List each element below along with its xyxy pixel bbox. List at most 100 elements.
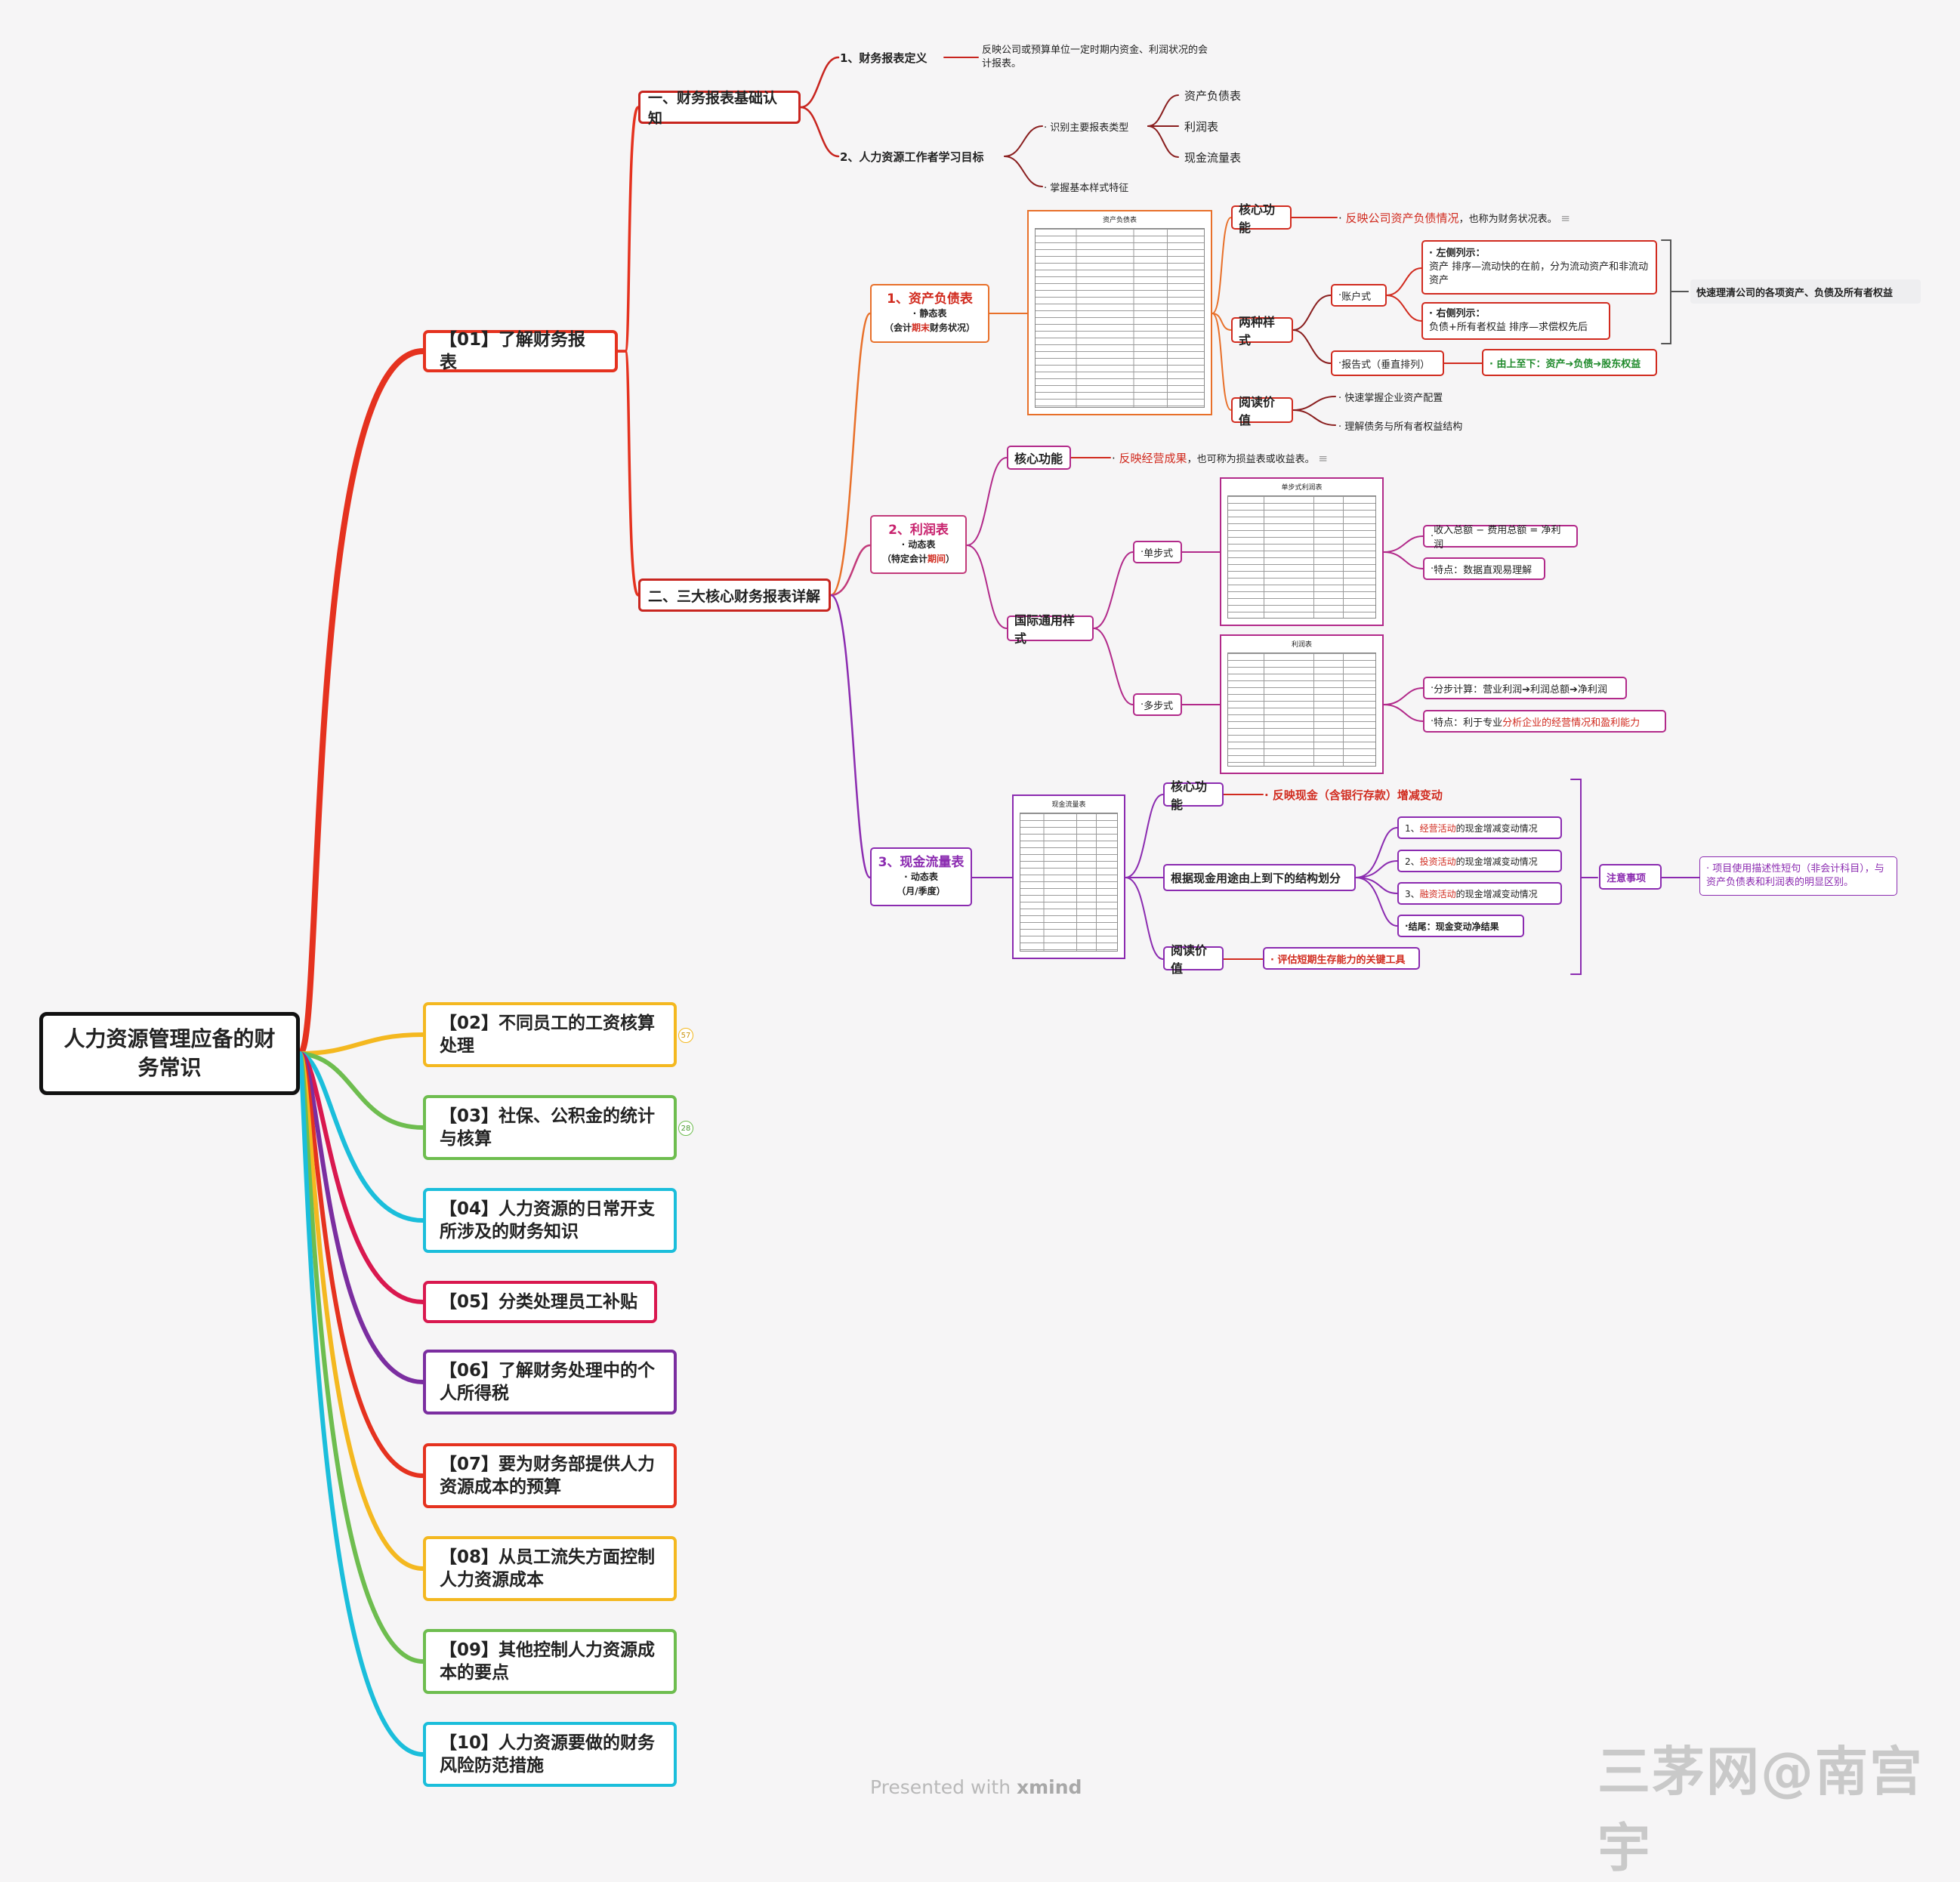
table-grid <box>1227 495 1376 619</box>
bs-left-side[interactable]: · 左侧列示： 资产 排序—流动快的在前，分为流动资产和非流动资产 <box>1421 240 1657 295</box>
cf-financing[interactable]: 3、融资活动的现金增减变动情况 <box>1397 882 1562 905</box>
report-note: （月/季度） <box>897 885 946 896</box>
chapter-label: 【01】了解财务报表 <box>440 330 586 372</box>
highlight: 分析企业的经营情况和盈利能力 <box>1502 717 1641 729</box>
is-multi-steps[interactable]: · 分步计算：营业利润➔利润总额➔净利润 <box>1423 677 1627 699</box>
text: 分步计算：营业利润➔利润总额➔净利润 <box>1434 683 1607 696</box>
text: 理解债务与所有者权益结构 <box>1344 421 1463 433</box>
report-cash-flow[interactable]: 3、现金流量表 · 动态表 （月/季度） <box>870 847 972 906</box>
cf-operating[interactable]: 1、经营活动的现金增减变动情况 <box>1397 816 1562 839</box>
chapter-10[interactable]: 【10】人力资源要做的财务风险防范措施 <box>423 1722 677 1787</box>
text: 评估短期生存能力的关键工具 <box>1277 954 1406 966</box>
report-balance-sheet[interactable]: 1、资产负债表 · 静态表 （会计期末财务状况） <box>870 284 989 343</box>
section-label: 一、财务报表基础认知 <box>648 90 778 127</box>
chapter-03[interactable]: 【03】社保、公积金的统计与核算 <box>423 1095 677 1160</box>
highlight: 反映公司资产负债情况 <box>1345 211 1459 225</box>
pre: 2、 <box>1405 856 1420 867</box>
is-multi-step[interactable]: · 多步式 <box>1133 693 1182 716</box>
chapter-06[interactable]: 【06】了解财务处理中的个人所得税 <box>423 1350 677 1415</box>
notes-icon[interactable]: ≡ <box>1318 452 1328 465</box>
text: 收入总额 − 费用总额 = 净利润 <box>1434 525 1561 551</box>
label: 单步式 <box>1144 548 1174 560</box>
bs-value-2[interactable]: · 理解债务与所有者权益结构 <box>1338 421 1463 433</box>
pre: 3、 <box>1405 888 1420 899</box>
is-style[interactable]: 国际通用样式 <box>1007 613 1094 646</box>
presented-text: Presented with <box>870 1776 1017 1798</box>
is-core-function[interactable]: 核心功能 <box>1007 446 1071 470</box>
highlight: 投资活动 <box>1419 856 1456 867</box>
single-step-thumbnail[interactable]: 单步式利润表 <box>1220 477 1384 626</box>
note-highlight: 期末 <box>911 322 930 333</box>
collapsed-count-badge[interactable]: 57 <box>678 1028 693 1043</box>
label: 阅读价值 <box>1171 943 1208 976</box>
bs-reading-value[interactable]: 阅读价值 <box>1231 395 1293 427</box>
label: 核心功能 <box>1171 779 1208 812</box>
is-multi-feature[interactable]: · 特点：利于专业分析企业的经营情况和盈利能力 <box>1423 710 1666 733</box>
highlight: 反映经营成果 <box>1119 452 1187 465</box>
collapsed-count-badge[interactable]: 28 <box>678 1121 693 1136</box>
chapter-08[interactable]: 【08】从员工流失方面控制人力资源成本 <box>423 1536 677 1601</box>
root-topic[interactable]: 人力资源管理应备的财务常识 <box>39 1012 300 1095</box>
goal-identify[interactable]: · 识别主要报表类型 <box>1044 122 1129 134</box>
is-single-formula[interactable]: · 收入总额 − 费用总额 = 净利润 <box>1423 525 1578 551</box>
cf-attention[interactable]: 注意事项 <box>1599 864 1662 890</box>
goal-identify-text: 识别主要报表类型 <box>1050 122 1129 134</box>
type-income-statement[interactable]: 利润表 <box>1184 120 1219 134</box>
cf-investing[interactable]: 2、投资活动的现金增减变动情况 <box>1397 850 1562 872</box>
note-highlight: 期间 <box>927 553 946 564</box>
bs-two-styles[interactable]: 两种样式 <box>1231 315 1293 347</box>
rest: ，也可称为损益表或收益表。 <box>1187 454 1315 465</box>
post: 的现金增减变动情况 <box>1455 822 1538 834</box>
multi-step-thumbnail[interactable]: 利润表 <box>1220 634 1384 774</box>
chapter-02[interactable]: 【02】不同员工的工资核算处理 <box>423 1002 677 1067</box>
is-single-step[interactable]: · 单步式 <box>1133 541 1182 563</box>
cf-ending[interactable]: · 结尾：现金变动净结果 <box>1397 915 1524 937</box>
post: 的现金增减变动情况 <box>1455 856 1538 867</box>
chapter-label: 【06】了解财务处理中的个人所得税 <box>440 1361 656 1403</box>
report-sub: 动态表 <box>910 871 938 882</box>
label: 国际通用样式 <box>1014 613 1076 646</box>
label: 多步式 <box>1144 700 1174 712</box>
bs-report-order[interactable]: · 由上至下：资产➔负债➔股东权益 <box>1482 349 1657 376</box>
section-label: 二、三大核心财务报表详解 <box>648 588 821 605</box>
cf-core-function[interactable]: 核心功能 <box>1163 779 1224 812</box>
cf-structure[interactable]: 根据现金用途由上到下的结构划分 <box>1163 864 1356 891</box>
bs-core-text: · 反映公司资产负债情况，也称为财务状况表。 ≡ <box>1338 211 1570 225</box>
cash-flow-thumbnail[interactable]: 现金流量表 <box>1012 794 1125 959</box>
goal-label[interactable]: 2、人力资源工作者学习目标 <box>840 150 984 164</box>
balance-sheet-thumbnail[interactable]: 资产负债表 <box>1027 210 1212 415</box>
bs-account-style[interactable]: · 账户式 <box>1331 284 1387 307</box>
label: 报告式（垂直排列） <box>1341 359 1431 371</box>
report-title: 3、现金流量表 <box>878 854 965 870</box>
section-basics[interactable]: 一、财务报表基础认知 <box>638 90 801 127</box>
notes-icon[interactable]: ≡ <box>1560 211 1570 225</box>
chapter-04[interactable]: 【04】人力资源的日常开支所涉及的财务知识 <box>423 1188 677 1253</box>
def-label[interactable]: 1、财务报表定义 <box>840 51 928 65</box>
report-income-statement[interactable]: 2、利润表 · 动态表 （特定会计期间） <box>870 515 967 574</box>
cf-attention-text[interactable]: · 项目使用描述性短句（非会计科目），与资产负债表和利润表的明显区别。 <box>1699 856 1897 896</box>
chapter-01[interactable]: 【01】了解财务报表 <box>423 330 618 372</box>
report-sub: 静态表 <box>919 307 947 319</box>
presented-with-xmind: Presented with xmind <box>870 1776 1082 1798</box>
type-cash-flow[interactable]: 现金流量表 <box>1184 151 1242 165</box>
chapter-label: 【03】社保、公积金的统计与核算 <box>440 1106 656 1149</box>
bs-report-style[interactable]: · 报告式（垂直排列） <box>1331 350 1444 376</box>
chapter-09[interactable]: 【09】其他控制人力资源成本的要点 <box>423 1629 677 1694</box>
highlight: 融资活动 <box>1419 888 1456 899</box>
bs-core-function[interactable]: 核心功能 <box>1231 202 1292 235</box>
chapter-07[interactable]: 【07】要为财务部提供人力资源成本的预算 <box>423 1443 677 1508</box>
type-balance-sheet[interactable]: 资产负债表 <box>1184 89 1242 103</box>
bs-summary[interactable]: 快速理清公司的各项资产、负债及所有者权益 <box>1690 279 1921 304</box>
cf-value-text[interactable]: · 评估短期生存能力的关键工具 <box>1263 947 1420 970</box>
cf-reading-value[interactable]: 阅读价值 <box>1163 943 1224 976</box>
chapter-05[interactable]: 【05】分类处理员工补贴 <box>423 1281 657 1323</box>
text: 负债+所有者权益 排序—求偿权先后 <box>1429 322 1588 333</box>
section-three-reports[interactable]: 二、三大核心财务报表详解 <box>638 578 831 612</box>
text: 快速掌握企业资产配置 <box>1344 393 1443 404</box>
post: 的现金增减变动情况 <box>1455 888 1538 899</box>
bs-value-1[interactable]: · 快速掌握企业资产配置 <box>1338 393 1443 404</box>
bs-right-side[interactable]: · 右侧列示： 负债+所有者权益 排序—求偿权先后 <box>1421 302 1610 340</box>
goal-style[interactable]: · 掌握基本样式特征 <box>1044 183 1129 194</box>
chapter-label: 【04】人力资源的日常开支所涉及的财务知识 <box>440 1199 656 1242</box>
is-single-feature[interactable]: · 特点：数据直观易理解 <box>1423 557 1545 580</box>
